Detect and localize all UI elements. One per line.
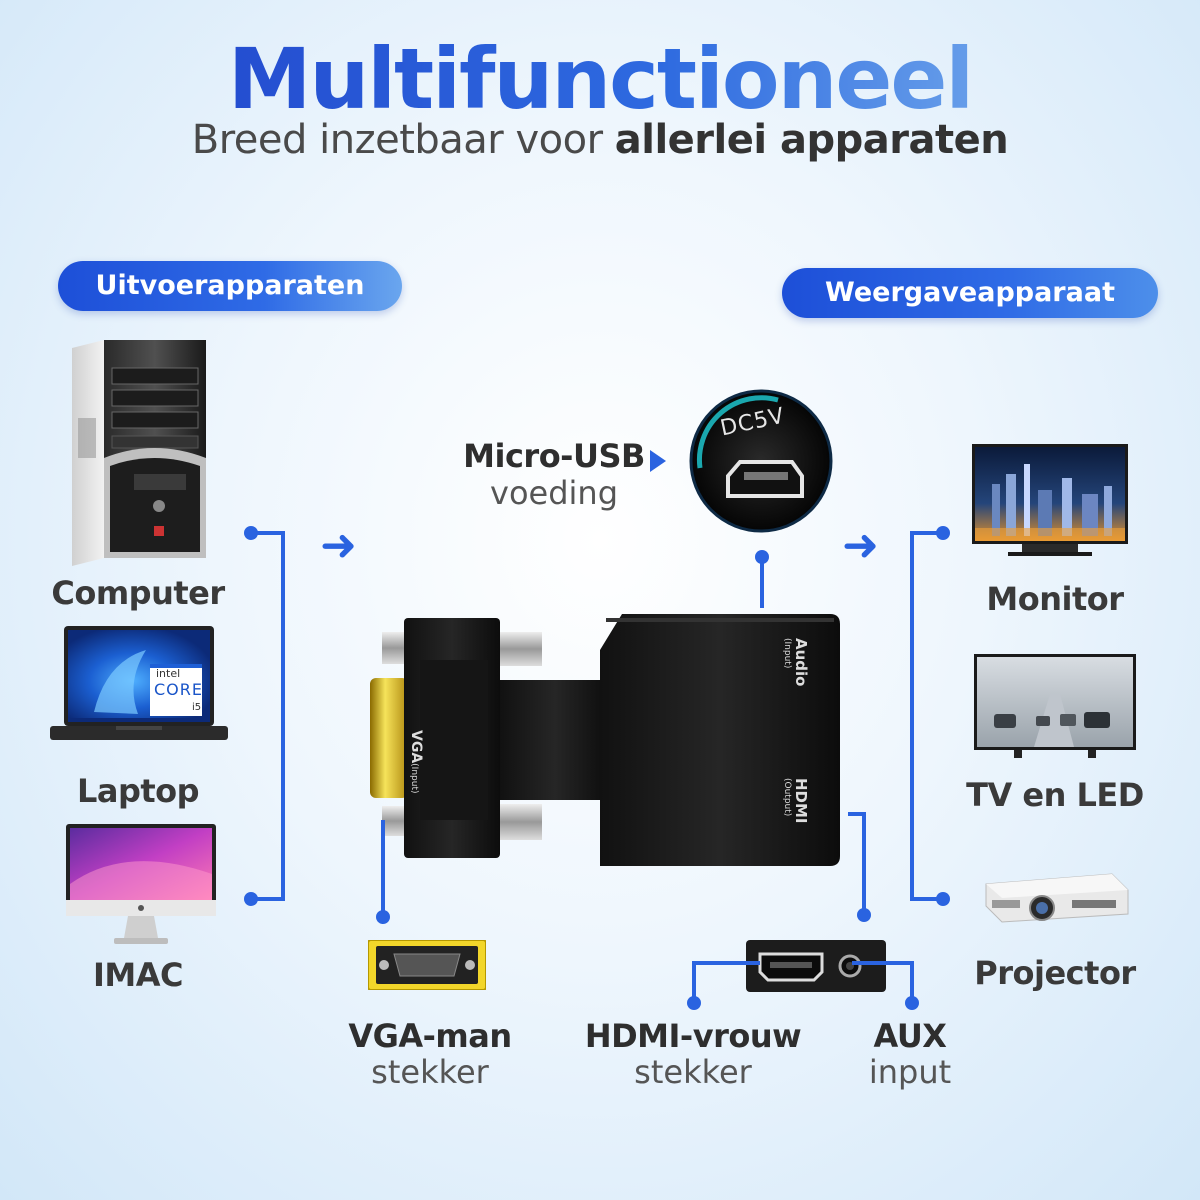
vga-male-sublabel: stekker xyxy=(371,1053,489,1091)
display-devices-pill: Weergaveapparaat xyxy=(782,268,1158,318)
right-arrow-icon: ➜ xyxy=(320,520,357,571)
hdmi-aux-connector-dot xyxy=(857,908,871,922)
hdmi-female-sublabel: stekker xyxy=(634,1053,752,1091)
hdmi-female-line-v xyxy=(692,961,696,1001)
input-bracket-top xyxy=(252,531,285,535)
monitor-label: Monitor xyxy=(986,580,1124,618)
hdmi-aux-connector-line xyxy=(862,812,866,912)
aux-line-v xyxy=(910,961,914,1001)
usb-connector-line xyxy=(760,556,764,608)
audio-port-sub: (Input) xyxy=(782,638,792,669)
projector-image xyxy=(982,870,1130,924)
input-bracket-vertical xyxy=(281,531,285,901)
laptop-image: intel CORE i5 xyxy=(46,622,232,750)
input-devices-pill: Uitvoerapparaten xyxy=(58,261,402,311)
tv-led-label: TV en LED xyxy=(966,776,1144,814)
vga-connector-dot xyxy=(376,910,390,924)
input-bracket-top-dot xyxy=(244,526,258,540)
intel-tier-text: i5 xyxy=(192,702,202,713)
vga-hdmi-adapter-image: VGA(Input) Audio(Input) HDMI(Output) xyxy=(360,600,850,880)
micro-usb-sublabel: voeding xyxy=(490,474,618,512)
vga-port-label: VGA(Input) xyxy=(408,730,424,794)
vga-connector-line xyxy=(381,820,385,914)
aux-dot xyxy=(905,996,919,1010)
output-bracket-bottom-dot xyxy=(936,892,950,906)
aux-label: AUX xyxy=(873,1017,947,1055)
intel-brand-text: intel xyxy=(156,667,181,680)
input-bracket-bottom-dot xyxy=(244,892,258,906)
laptop-label: Laptop xyxy=(76,772,200,810)
aux-line-h xyxy=(852,961,914,965)
micro-usb-zoom-image: DC5V xyxy=(688,388,834,534)
hdmi-port-sub: (Output) xyxy=(782,778,792,817)
vga-port-sub: (Input) xyxy=(409,763,419,794)
hdmi-female-line-h xyxy=(692,961,760,965)
subtitle-bold: allerlei apparaten xyxy=(614,117,1009,163)
vga-male-label: VGA-man xyxy=(348,1017,512,1055)
output-bracket-top-dot xyxy=(936,526,950,540)
right-arrow-icon: ➜ xyxy=(842,520,879,571)
intel-core-text: CORE xyxy=(154,680,203,699)
input-bracket-bottom xyxy=(252,897,285,901)
micro-usb-label: Micro-USB xyxy=(463,437,645,475)
aux-sublabel: input xyxy=(868,1053,952,1091)
imac-label: IMAC xyxy=(93,956,184,994)
hdmi-female-label: HDMI-vrouw xyxy=(584,1017,802,1055)
hdmi-aux-connector-top xyxy=(848,812,866,816)
computer-label: Computer xyxy=(51,574,225,612)
hdmi-female-dot xyxy=(687,996,701,1010)
hdmi-port-label: HDMI(Output) xyxy=(782,778,810,824)
subtitle-regular: Breed inzetbaar voor xyxy=(191,117,615,163)
tv-image xyxy=(974,654,1136,760)
page-subtitle: Breed inzetbaar voor allerlei apparaten xyxy=(0,116,1200,164)
hdmi-female-aux-image xyxy=(746,940,886,992)
page-title: Multifunctioneel xyxy=(0,24,1200,134)
audio-port-label: Audio(Input) xyxy=(782,638,810,686)
triangle-right-icon xyxy=(650,450,666,472)
monitor-image xyxy=(972,444,1128,558)
projector-label: Projector xyxy=(974,954,1136,992)
imac-image xyxy=(66,824,216,946)
vga-male-plug-image xyxy=(367,939,487,991)
hdmi-port-text: HDMI xyxy=(792,778,810,824)
output-bracket-top xyxy=(910,531,943,535)
audio-port-text: Audio xyxy=(792,638,810,687)
computer-tower-image xyxy=(64,338,214,566)
output-bracket-bottom xyxy=(910,897,943,901)
output-bracket-vertical xyxy=(910,531,914,901)
vga-port-text: VGA xyxy=(408,730,424,764)
